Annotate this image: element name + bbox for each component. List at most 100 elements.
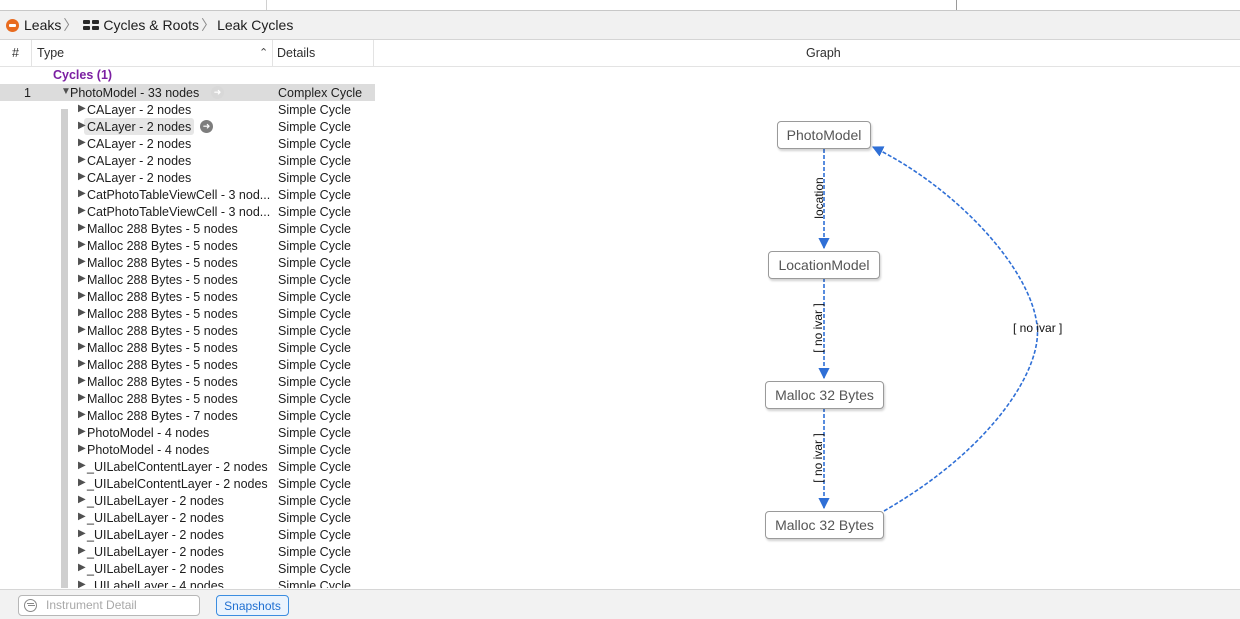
disclosure-closed-icon[interactable]: ▶: [78, 222, 86, 233]
disclosure-closed-icon[interactable]: ▶: [78, 307, 86, 318]
disclosure-closed-icon[interactable]: ▶: [78, 239, 86, 250]
disclosure-closed-icon[interactable]: ▶: [78, 120, 86, 131]
disclosure-closed-icon[interactable]: ▶: [78, 103, 86, 114]
disclosure-closed-icon[interactable]: ▶: [78, 324, 86, 335]
disclosure-closed-icon[interactable]: ▶: [78, 511, 86, 522]
row-detail: Simple Cycle: [278, 545, 351, 559]
table-row[interactable]: ▶CatPhotoTableViewCell - 3 nod...Simple …: [0, 186, 375, 203]
filter-icon: [24, 599, 37, 612]
breadcrumb-leak-cycles[interactable]: Leak Cycles: [217, 17, 294, 33]
graph-node-malloc-1[interactable]: Malloc 32 Bytes: [765, 381, 884, 409]
disclosure-closed-icon[interactable]: ▶: [78, 460, 86, 471]
row-name: Malloc 288 Bytes - 5 nodes: [87, 307, 238, 321]
disclosure-closed-icon[interactable]: ▶: [78, 579, 86, 588]
table-row[interactable]: ▶CatPhotoTableViewCell - 3 nod... Simple …: [0, 203, 375, 220]
disclosure-closed-icon[interactable]: ▶: [78, 358, 86, 369]
disclosure-closed-icon[interactable]: ▶: [78, 137, 86, 148]
group-label: Cycles (1): [53, 68, 113, 82]
disclosure-closed-icon[interactable]: ▶: [78, 443, 86, 454]
disclosure-closed-icon[interactable]: ▶: [78, 341, 86, 352]
table-row[interactable]: ▶CALayer - 2 nodes Simple Cycle: [0, 101, 375, 118]
row-name: CALayer - 2 nodes: [87, 103, 192, 117]
disclosure-closed-icon[interactable]: ▶: [78, 154, 86, 165]
disclosure-closed-icon[interactable]: ▶: [78, 392, 86, 403]
row-detail: Simple Cycle: [278, 273, 351, 287]
disclosure-closed-icon[interactable]: ▶: [78, 256, 86, 267]
row-detail: Simple Cycle: [278, 290, 351, 304]
graph-node-malloc-2[interactable]: Malloc 32 Bytes: [765, 511, 884, 539]
sort-ascending-icon[interactable]: ⌃: [259, 47, 269, 59]
row-detail: Simple Cycle: [278, 443, 351, 457]
row-name: Malloc 288 Bytes - 5 nodes: [87, 392, 238, 406]
row-detail: Simple Cycle: [278, 341, 351, 355]
row-detail: Simple Cycle: [278, 511, 351, 525]
go-arrow-icon[interactable]: ➜: [200, 120, 213, 133]
row-name: _UILabelLayer - 2 nodes: [87, 545, 224, 559]
disclosure-closed-icon[interactable]: ▶: [78, 171, 86, 182]
row-detail: Simple Cycle: [278, 103, 351, 117]
row-detail: Simple Cycle: [278, 460, 351, 474]
bottom-bar: Snapshots: [0, 589, 1240, 619]
row-name: Malloc 288 Bytes - 5 nodes: [87, 256, 238, 270]
disclosure-closed-icon[interactable]: ▶: [78, 545, 86, 556]
disclosure-closed-icon[interactable]: ▶: [78, 290, 86, 301]
table-row[interactable]: ▶_UILabelLayer - 2 nodes Simple Cycle: [0, 543, 375, 560]
column-divider: [373, 40, 374, 66]
table-row-main[interactable]: 1 ▼ PhotoModel - 33 nodes ➜ Complex Cycl…: [0, 84, 375, 101]
disclosure-closed-icon[interactable]: ▶: [78, 375, 86, 386]
graph-node-photomodel[interactable]: PhotoModel: [777, 121, 871, 149]
disclosure-closed-icon[interactable]: ▶: [78, 426, 86, 437]
row-name: Malloc 288 Bytes - 5 nodes: [87, 239, 238, 253]
row-detail: Simple Cycle: [278, 137, 351, 151]
column-num[interactable]: #: [12, 46, 19, 60]
column-details[interactable]: Details: [277, 46, 316, 60]
snapshots-button[interactable]: Snapshots: [216, 595, 289, 616]
breadcrumb-leaks[interactable]: Leaks: [24, 17, 62, 33]
disclosure-closed-icon[interactable]: ▶: [78, 409, 86, 420]
row-name: CatPhotoTableViewCell - 3 nod...: [87, 205, 271, 219]
row-name: Malloc 288 Bytes - 5 nodes: [87, 358, 238, 372]
go-arrow-icon[interactable]: ➜: [211, 86, 224, 99]
edge-label-location: location: [812, 177, 826, 219]
top-divider: [266, 0, 267, 10]
disclosure-closed-icon[interactable]: ▶: [78, 205, 86, 216]
row-detail: Simple Cycle: [278, 205, 351, 219]
disclosure-open-icon[interactable]: ▼: [61, 86, 71, 97]
disclosure-closed-icon[interactable]: ▶: [78, 494, 86, 505]
graph-node-locationmodel[interactable]: LocationModel: [768, 251, 880, 279]
disclosure-closed-icon[interactable]: ▶: [78, 562, 86, 573]
column-type[interactable]: Type: [37, 46, 65, 60]
disclosure-closed-icon[interactable]: ▶: [78, 273, 86, 284]
instrument-detail-input[interactable]: [46, 597, 194, 613]
row-name: PhotoModel - 4 nodes: [87, 426, 210, 440]
disclosure-closed-icon[interactable]: ▶: [78, 477, 86, 488]
disclosure-closed-icon[interactable]: ▶: [78, 528, 86, 539]
disclosure-closed-icon[interactable]: ▶: [78, 188, 86, 199]
breadcrumb-cycles-roots[interactable]: Cycles & Roots: [103, 17, 200, 33]
